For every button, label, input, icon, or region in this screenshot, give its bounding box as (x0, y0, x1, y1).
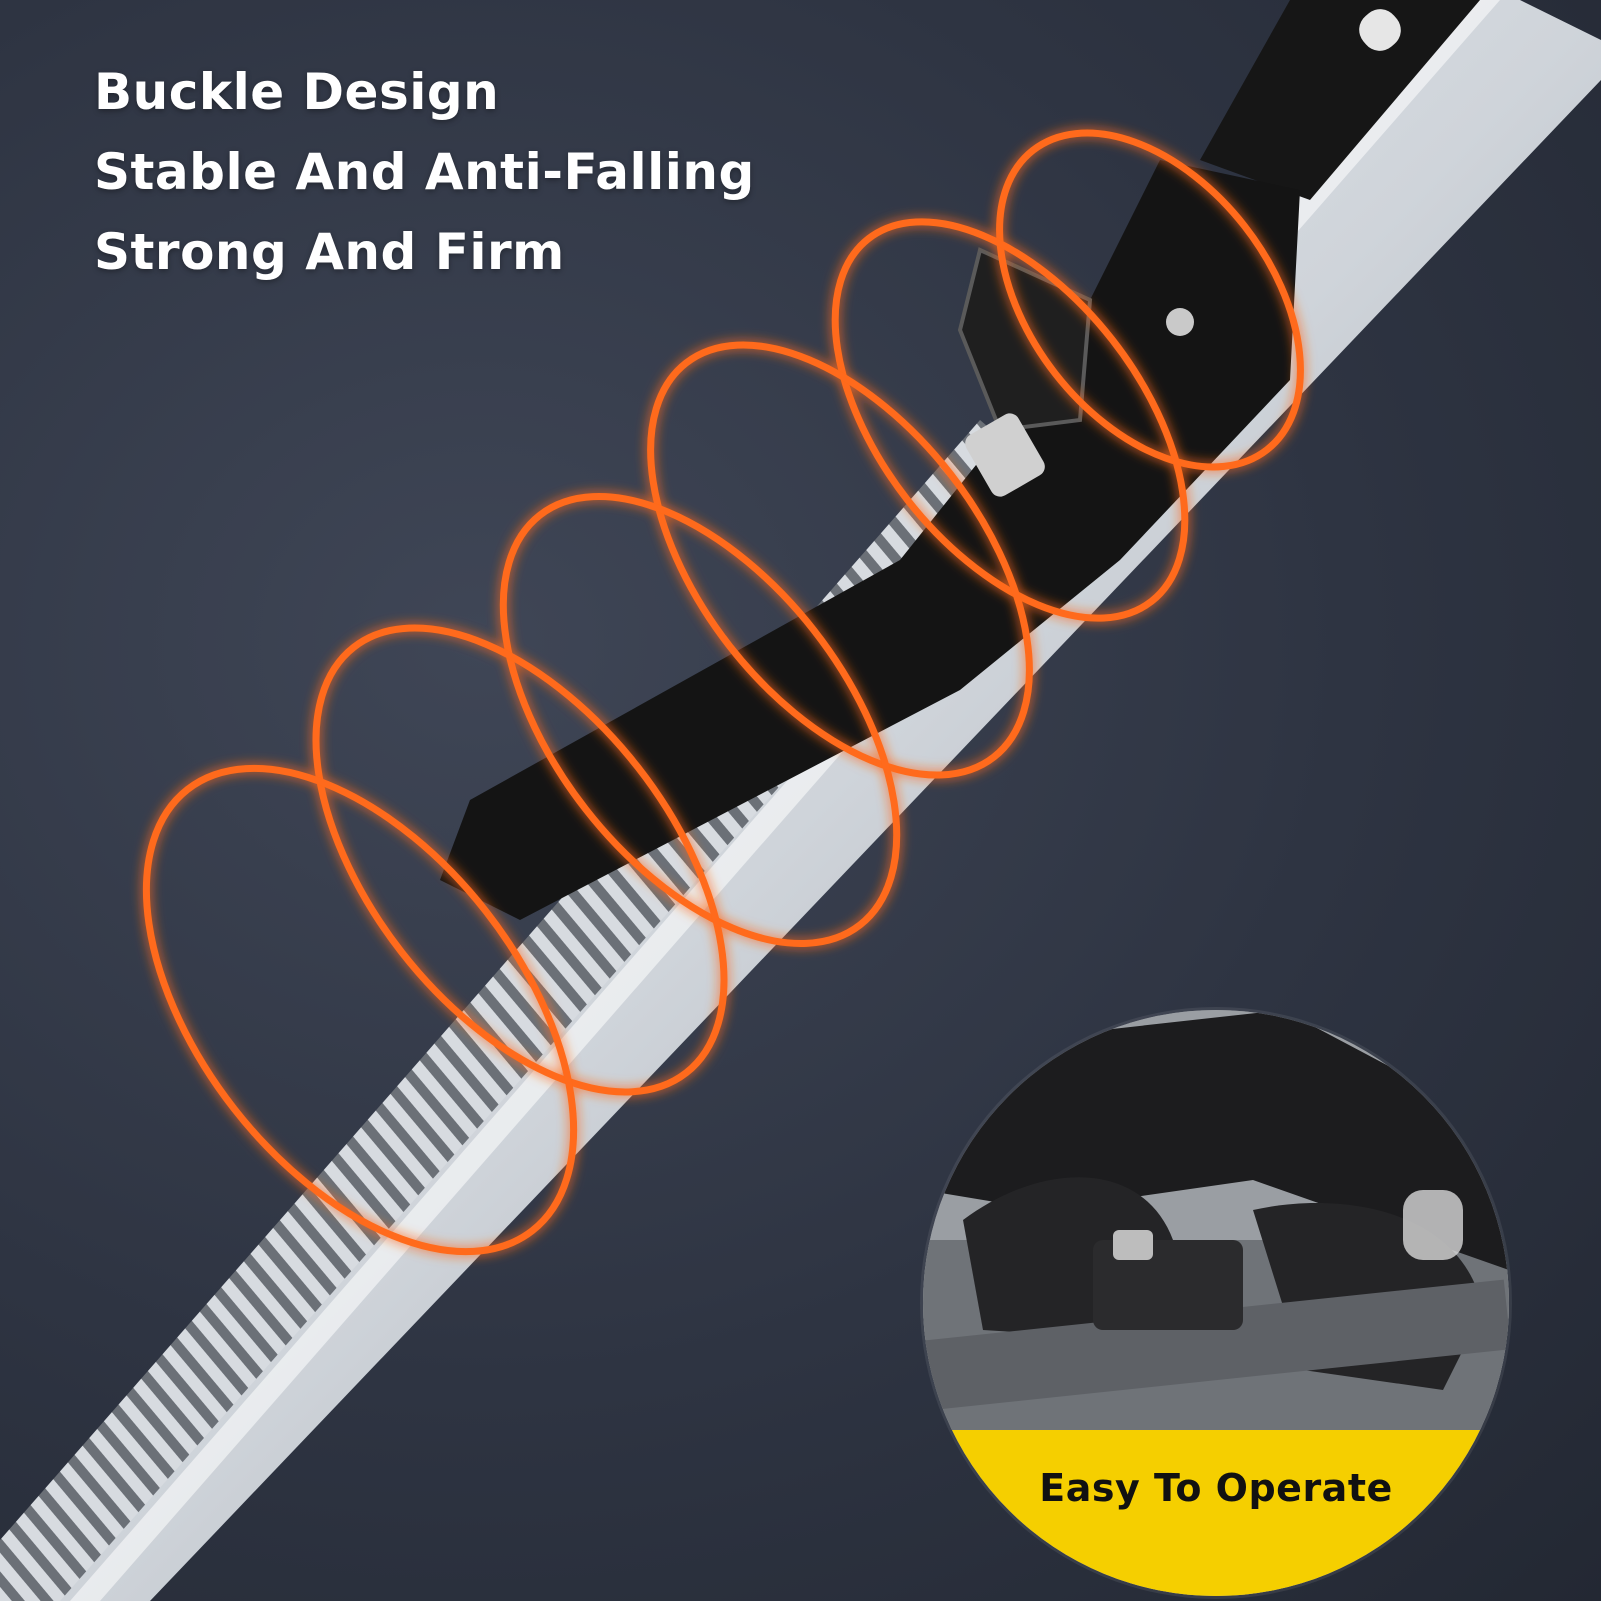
easy-to-operate-banner: Easy To Operate (923, 1430, 1509, 1596)
buckle-body (440, 0, 1480, 920)
headline-line-1: Buckle Design (94, 63, 500, 121)
easy-to-operate-label: Easy To Operate (1039, 1466, 1393, 1510)
usage-inset-photo: Easy To Operate (923, 1010, 1509, 1596)
glow-rings (142, 129, 1304, 1256)
headline-line-3: Strong And Firm (94, 223, 565, 281)
feature-headline: Buckle Design Stable And Anti-Falling St… (94, 52, 755, 292)
headline-line-2: Stable And Anti-Falling (94, 143, 755, 201)
